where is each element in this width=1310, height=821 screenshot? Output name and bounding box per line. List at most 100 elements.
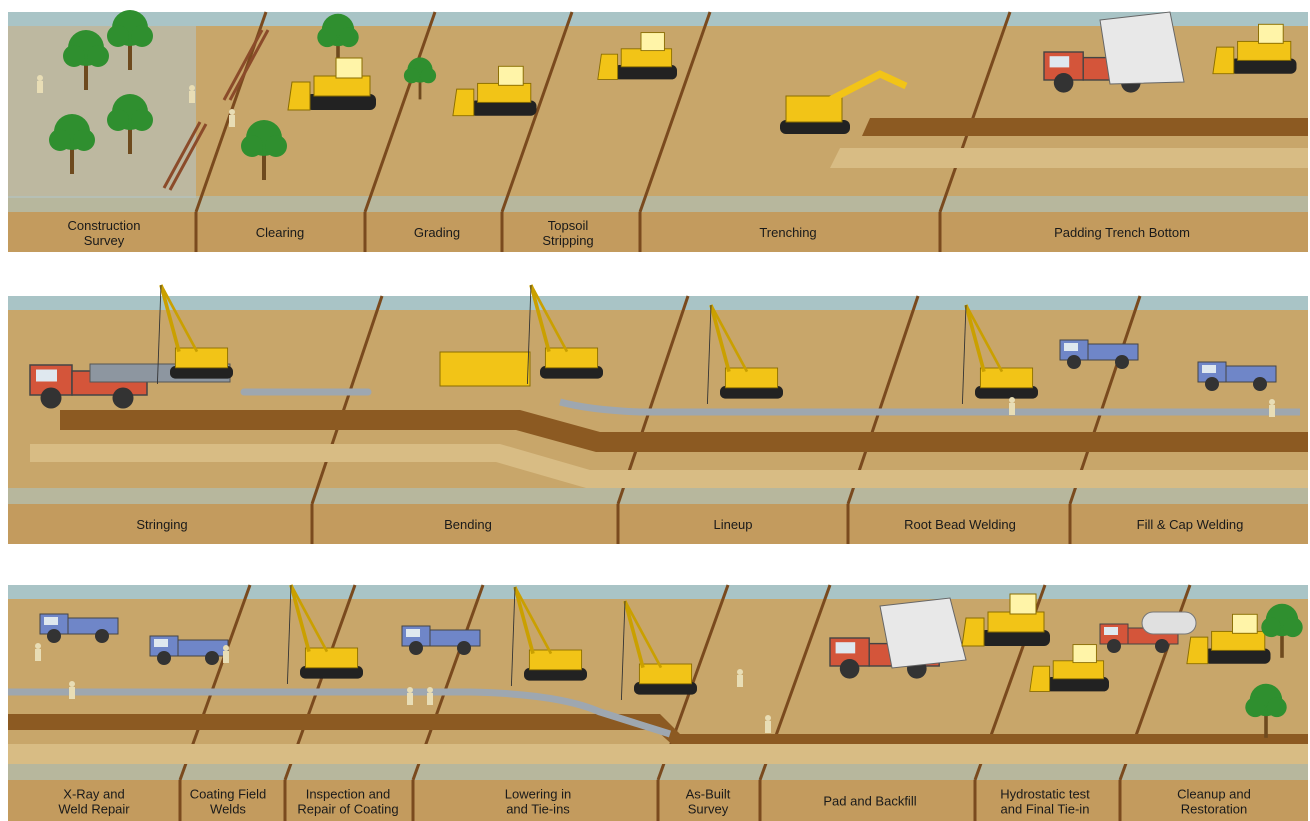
tank: [1142, 612, 1196, 634]
body: [427, 693, 433, 705]
stage-label-line: Topsoil: [548, 218, 589, 233]
bending-machine-icon: [440, 352, 530, 386]
wheel: [157, 651, 171, 665]
bed: [178, 640, 228, 656]
body: [37, 81, 43, 93]
stage-label-trenching: Trenching: [759, 225, 816, 240]
stage-label-line: Trenching: [759, 225, 816, 240]
welder-icon: [1009, 397, 1015, 415]
blade: [288, 82, 310, 110]
canopy: [1267, 697, 1287, 717]
stage-label-line: Root Bead Welding: [904, 517, 1016, 532]
body: [69, 687, 75, 699]
head: [189, 85, 195, 91]
head: [427, 687, 433, 693]
canopy: [1261, 617, 1281, 637]
dump-bed: [880, 598, 966, 668]
canopy: [107, 25, 129, 47]
bed: [430, 630, 480, 646]
canopy: [265, 135, 287, 157]
stage-label-line: Bending: [444, 517, 492, 532]
wheel: [1253, 377, 1267, 391]
sky-strip: [8, 585, 1308, 599]
stage-label-line: Pad and Backfill: [823, 794, 916, 809]
canopy: [49, 129, 71, 151]
label-band: [8, 504, 1308, 544]
canopy: [1245, 697, 1265, 717]
body: [314, 76, 370, 96]
worker-icon: [189, 85, 195, 103]
stage-label-line: and Final Tie-in: [1001, 802, 1090, 817]
stage-label-line: Coating Field: [190, 787, 267, 802]
body: [1212, 631, 1265, 650]
body: [305, 648, 357, 668]
worker-icon: [229, 109, 235, 127]
blade: [1187, 637, 1208, 664]
dump-bed: [1100, 12, 1184, 84]
worker-icon: [223, 645, 229, 663]
stage-label-line: Grading: [414, 225, 460, 240]
body: [35, 649, 41, 661]
body: [725, 368, 777, 388]
stage-label-line: Survey: [84, 233, 125, 248]
wheel: [95, 629, 109, 643]
stage-label-padding-trench-bottom: Padding Trench Bottom: [1054, 225, 1190, 240]
wheel: [409, 641, 423, 655]
stage-label-line: Inspection and: [306, 787, 391, 802]
stage-label-line: Stringing: [136, 517, 187, 532]
blade: [1213, 47, 1234, 74]
surveyor-icon: [737, 669, 743, 687]
head: [229, 109, 235, 115]
wheel: [205, 651, 219, 665]
body: [1269, 405, 1275, 417]
bed: [1088, 344, 1138, 360]
cab: [499, 66, 524, 85]
stage-label-pad-backfill: Pad and Backfill: [823, 794, 916, 809]
stage-label-line: Lineup: [713, 517, 752, 532]
cab: [641, 33, 664, 51]
stage-label-line: Hydrostatic test: [1000, 787, 1090, 802]
wheel: [1205, 377, 1219, 391]
canopy: [63, 45, 85, 67]
worker-icon: [427, 687, 433, 705]
cab: [1233, 614, 1258, 633]
stage-label-line: Restoration: [1181, 802, 1247, 817]
window: [836, 642, 856, 653]
blade: [598, 54, 618, 79]
stage-label-line: Cleanup and: [1177, 787, 1251, 802]
stage-label-line: Fill & Cap Welding: [1137, 517, 1244, 532]
wheel: [457, 641, 471, 655]
stage-label-line: Lowering in: [505, 787, 572, 802]
canopy: [107, 109, 129, 131]
wheel: [1155, 639, 1169, 653]
body: [737, 675, 743, 687]
worker-icon: [407, 687, 413, 705]
head: [223, 645, 229, 651]
spoil-pile: [830, 148, 1308, 168]
stage-label-line: Repair of Coating: [297, 802, 398, 817]
window: [1104, 627, 1118, 635]
canopy: [73, 129, 95, 151]
canopy: [241, 135, 263, 157]
row-3: X-Ray andWeld Repair Coating FieldWelds In…: [8, 585, 1308, 821]
blade: [453, 89, 474, 116]
trench: [862, 118, 1308, 136]
window: [406, 629, 420, 637]
canopy: [131, 109, 153, 131]
worker-icon: [765, 715, 771, 733]
body: [765, 721, 771, 733]
spoil-pile: [8, 744, 1308, 764]
head: [37, 75, 43, 81]
shoulder-strip: [8, 196, 1308, 212]
window: [1064, 343, 1078, 351]
head: [1009, 397, 1015, 403]
wheel: [1107, 639, 1121, 653]
body: [175, 348, 227, 368]
bed: [1226, 366, 1276, 382]
stage-label-line: Welds: [210, 802, 246, 817]
cab: [1010, 594, 1036, 614]
stage-label-topsoil-stripping: TopsoilStripping: [542, 218, 593, 248]
cab: [1073, 645, 1096, 663]
window: [36, 370, 57, 382]
